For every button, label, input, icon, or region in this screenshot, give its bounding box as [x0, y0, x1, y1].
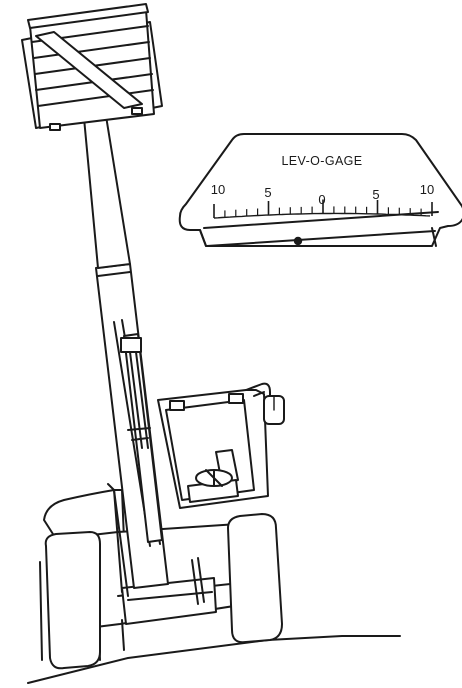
gage-title: LEV-O-GAGE	[281, 154, 362, 168]
gage-scale-baseline	[213, 212, 431, 219]
gage-label-right-10: 10	[420, 182, 434, 197]
gage-level-ball	[293, 236, 303, 246]
gage-label-left-10: 10	[211, 182, 225, 197]
lev-o-gage: LEV-O-GAGE 10 5 0 5 10	[178, 133, 462, 247]
gage-label-left-5: 5	[264, 185, 271, 200]
raised-crate	[21, 3, 163, 131]
gage-scale-ticks	[213, 199, 433, 219]
gage-label-center-0: 0	[318, 192, 325, 207]
operator-cab	[157, 382, 285, 509]
forklift-body	[39, 489, 283, 670]
gage-label-right-5: 5	[372, 187, 379, 202]
